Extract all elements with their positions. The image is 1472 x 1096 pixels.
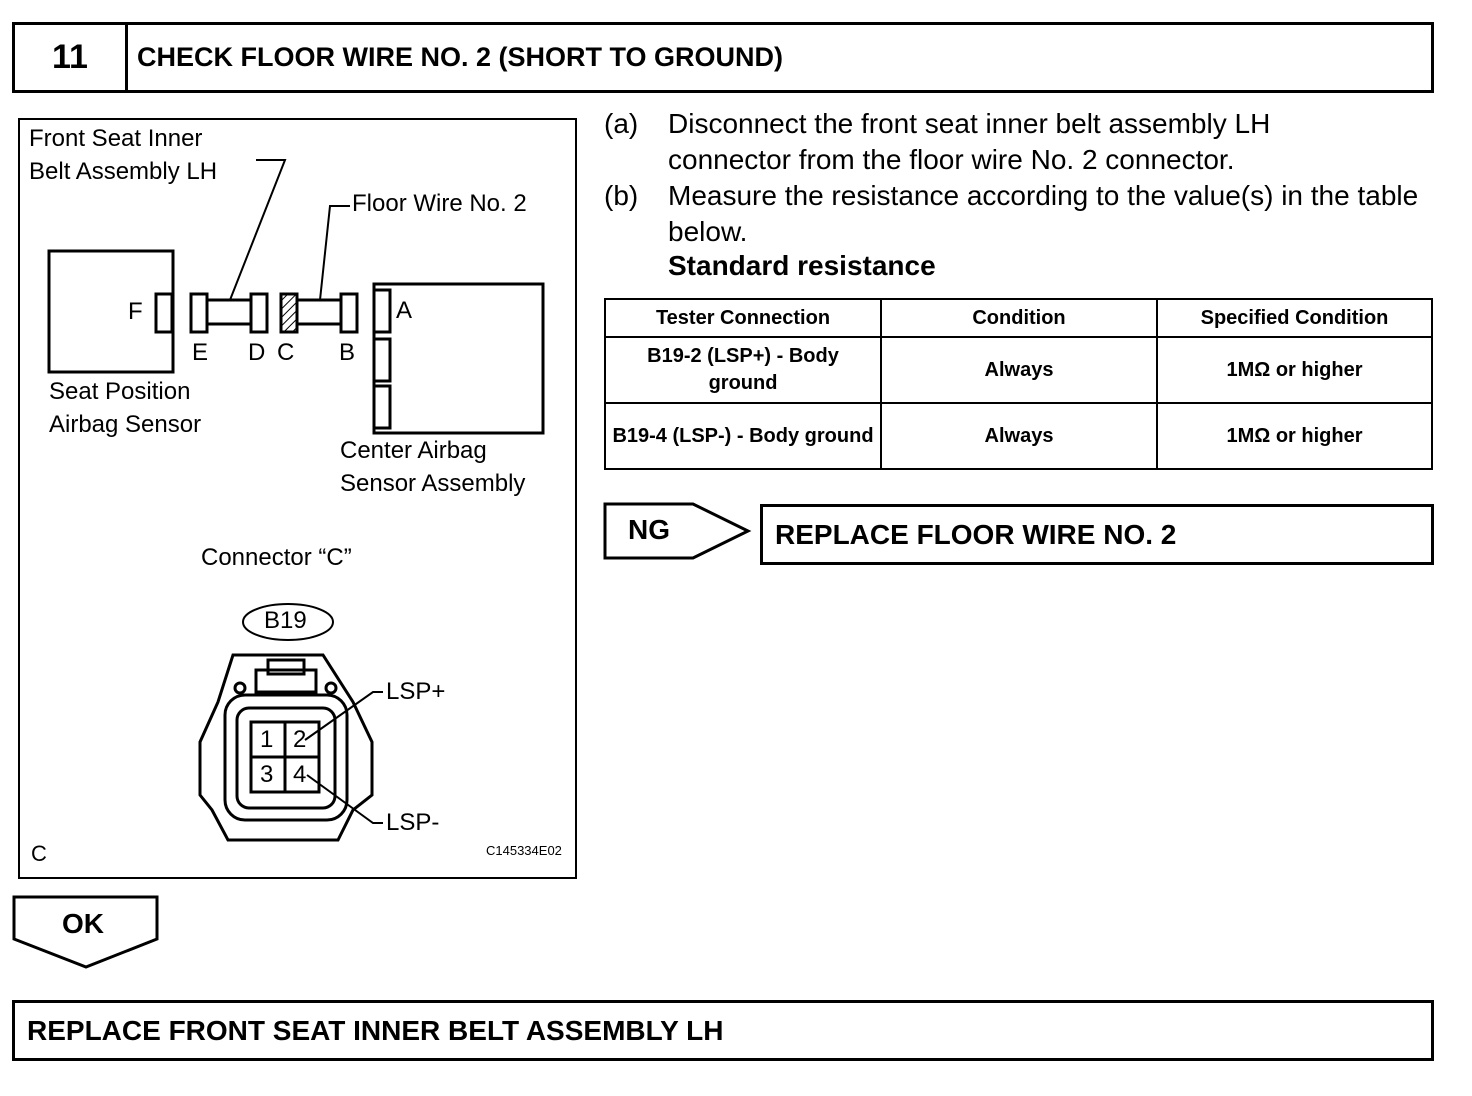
label-front-seat-line1: Front Seat Inner <box>29 125 203 152</box>
ok-result-text: REPLACE FRONT SEAT INNER BELT ASSEMBLY L… <box>27 1014 724 1046</box>
ng-label: NG <box>628 514 670 545</box>
label-lsp-plus: LSP+ <box>386 678 446 705</box>
label-A: A <box>396 297 413 324</box>
label-pin-1: 1 <box>260 726 274 753</box>
table-header-row: Tester Connection Condition Specified Co… <box>604 298 1433 338</box>
label-D: D <box>248 339 266 366</box>
ng-result-text: REPLACE FLOOR WIRE NO. 2 <box>775 518 1177 550</box>
cell-tester-connection: B19-2 (LSP+) - Body ground <box>604 336 882 404</box>
label-pin-4: 4 <box>293 761 307 788</box>
label-center-line1: Center Airbag <box>340 437 487 464</box>
label-connector-id: B19 <box>264 607 307 634</box>
ng-arrow-icon <box>603 502 752 560</box>
connector-E <box>189 292 209 334</box>
label-C: C <box>277 339 295 366</box>
cell-specified-condition: 1MΩ or higher <box>1156 402 1433 470</box>
label-F: F <box>128 298 143 325</box>
connector-D <box>249 292 269 334</box>
step-header: 11 CHECK FLOOR WIRE NO. 2 (SHORT TO GROU… <box>12 22 1434 93</box>
ng-result-box: REPLACE FLOOR WIRE NO. 2 <box>760 504 1434 565</box>
connector-B <box>339 292 359 334</box>
label-seat-sensor-line2: Airbag Sensor <box>49 411 202 438</box>
wiring-diagram-illustration <box>47 159 545 842</box>
ok-arrow-icon <box>12 895 159 969</box>
step-title: CHECK FLOOR WIRE NO. 2 (SHORT TO GROUND) <box>137 42 783 72</box>
connector-C <box>279 292 299 334</box>
step-b-text: Measure the resistance according to the … <box>668 180 1419 247</box>
connector-housing <box>198 653 374 842</box>
label-connector-title: Connector “C” <box>201 544 352 571</box>
step-number: 11 <box>15 25 128 90</box>
label-E: E <box>192 339 209 366</box>
header-condition: Condition <box>880 298 1158 338</box>
step-a-text: Disconnect the front seat inner belt ass… <box>668 108 1271 175</box>
ok-label: OK <box>62 908 104 939</box>
wiring-figure: Front Seat Inner Belt Assembly LH Floor … <box>18 118 577 879</box>
connector-F <box>154 292 174 334</box>
step-b-letter: (b) <box>604 180 639 211</box>
label-seat-sensor-line1: Seat Position <box>49 378 191 405</box>
ok-result-box: REPLACE FRONT SEAT INNER BELT ASSEMBLY L… <box>12 1000 1434 1061</box>
cell-condition: Always <box>880 336 1158 404</box>
label-corner: C <box>31 841 47 866</box>
step-a-letter: (a) <box>604 108 639 139</box>
label-floor-wire: Floor Wire No. 2 <box>352 190 527 217</box>
resistance-table: Tester Connection Condition Specified Co… <box>604 298 1433 470</box>
label-front-seat-line2: Belt Assembly LH <box>29 158 218 185</box>
cell-specified-condition: 1MΩ or higher <box>1156 336 1433 404</box>
figure-code: C145334E02 <box>486 843 562 858</box>
header-tester-connection: Tester Connection <box>604 298 882 338</box>
label-B: B <box>339 339 356 366</box>
label-lsp-minus: LSP- <box>386 809 440 836</box>
table-row: B19-2 (LSP+) - Body ground Always 1MΩ or… <box>604 336 1433 404</box>
cell-condition: Always <box>880 402 1158 470</box>
label-pin-2: 2 <box>293 726 307 753</box>
cell-tester-connection: B19-4 (LSP-) - Body ground <box>604 402 882 470</box>
standard-resistance-label: Standard resistance <box>668 250 936 281</box>
label-pin-3: 3 <box>260 761 274 788</box>
seat-sensor-box <box>47 249 175 374</box>
label-center-line2: Sensor Assembly <box>340 470 526 497</box>
header-specified-condition: Specified Condition <box>1156 298 1433 338</box>
table-row: B19-4 (LSP-) - Body ground Always 1MΩ or… <box>604 402 1433 470</box>
